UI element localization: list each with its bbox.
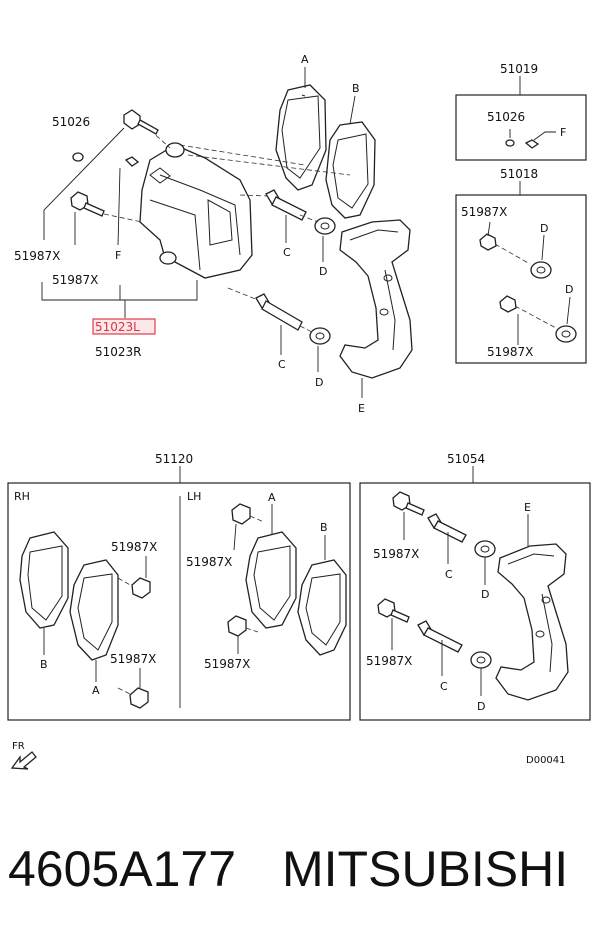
- label-kit-e: E: [524, 501, 531, 514]
- label-boot-d-1: D: [319, 265, 327, 278]
- kit-boot-d-upper: [474, 540, 496, 585]
- label-51120: 51120: [155, 452, 193, 466]
- label-pin-c-1: C: [283, 246, 291, 259]
- rh-bolt-upper: [117, 556, 151, 599]
- bracket-kit-box: [359, 466, 591, 721]
- label-fr: FR: [12, 741, 25, 752]
- kit-bolt-upper: [392, 491, 425, 540]
- bleeder-screw-f: [124, 156, 140, 167]
- bleeder-cap: [72, 152, 84, 162]
- label-d-box-b: D: [565, 283, 573, 296]
- kit-boot-d-lower: [470, 651, 492, 696]
- guide-pin-c-upper: [265, 189, 307, 221]
- label-pad-a: A: [301, 53, 309, 66]
- fr-arrow-icon: [10, 751, 37, 770]
- label-kit-51987x-1: 51987X: [373, 547, 419, 561]
- kit-bolt-lower: [377, 598, 410, 650]
- boot-d-lower: [309, 327, 331, 345]
- label-51023l: 51023L: [95, 320, 140, 334]
- boot-d-upper: [314, 217, 336, 235]
- guide-pin-c-lower: [255, 293, 303, 331]
- kit-pin-c-upper: [427, 513, 467, 564]
- label-lh-51987x-2: 51987X: [204, 657, 250, 671]
- pad-kit-box: [7, 466, 351, 721]
- part-footer: 4605A177 MITSUBISHI: [8, 840, 592, 900]
- drawing-code: D00041: [526, 755, 566, 766]
- label-f-inner: F: [560, 126, 566, 139]
- label-51987x-box-a: 51987X: [461, 205, 507, 219]
- label-lh-b: B: [320, 521, 328, 534]
- label-pad-b: B: [352, 82, 360, 95]
- label-51019: 51019: [500, 62, 538, 76]
- part-number: 4605A177: [8, 841, 237, 897]
- kit-bracket-e: [495, 514, 569, 701]
- label-pin-c-2: C: [278, 358, 286, 371]
- label-rh-51987x-1: 51987X: [111, 540, 157, 554]
- caliper-assembly: [139, 142, 253, 279]
- brand-name: MITSUBISHI: [282, 841, 569, 897]
- label-51018: 51018: [500, 167, 538, 181]
- label-kit-c-2: C: [440, 680, 448, 693]
- label-rh-a: A: [92, 684, 100, 697]
- rh-pad-b: [19, 531, 69, 655]
- label-kit-d-1: D: [481, 588, 489, 601]
- box-51019: [455, 76, 587, 161]
- label-kit-d-2: D: [477, 700, 485, 713]
- label-f: F: [115, 249, 121, 262]
- label-lh-a: A: [268, 491, 276, 504]
- rh-pad-a: [69, 559, 119, 682]
- label-boot-d-2: D: [315, 376, 323, 389]
- brake-pad-b: [325, 121, 376, 219]
- bolt-51026: [123, 109, 159, 135]
- kit-pin-c-lower: [417, 620, 463, 676]
- label-51026-inner: 51026: [487, 110, 525, 124]
- brake-pad-a: [275, 84, 327, 191]
- label-bracket-e: E: [358, 402, 365, 415]
- label-rh-b: B: [40, 658, 48, 671]
- label-51054: 51054: [447, 452, 485, 466]
- label-d-box-a: D: [540, 222, 548, 235]
- lh-pad-b: [297, 535, 347, 656]
- label-51987x-1: 51987X: [14, 249, 60, 263]
- box-51018: [455, 181, 587, 364]
- lh-pad-a: [245, 504, 297, 629]
- bolt-51987x-left: [70, 191, 105, 217]
- label-51987x-2: 51987X: [52, 273, 98, 287]
- label-lh-51987x-1: 51987X: [186, 555, 232, 569]
- label-kit-51987x-2: 51987X: [366, 654, 412, 668]
- label-rh-51987x-2: 51987X: [110, 652, 156, 666]
- label-rh: RH: [14, 490, 30, 503]
- lh-bolt-lower: [227, 615, 259, 654]
- label-51023r: 51023R: [95, 345, 142, 359]
- caliper-bracket-e: [339, 219, 413, 379]
- label-lh: LH: [187, 490, 201, 503]
- highlight-box-51023l: [92, 318, 156, 335]
- label-kit-c-1: C: [445, 568, 453, 581]
- lh-bolt-upper: [231, 503, 265, 551]
- rh-bolt-lower: [117, 668, 149, 709]
- label-51987x-box-b: 51987X: [487, 345, 533, 359]
- label-51026: 51026: [52, 115, 90, 129]
